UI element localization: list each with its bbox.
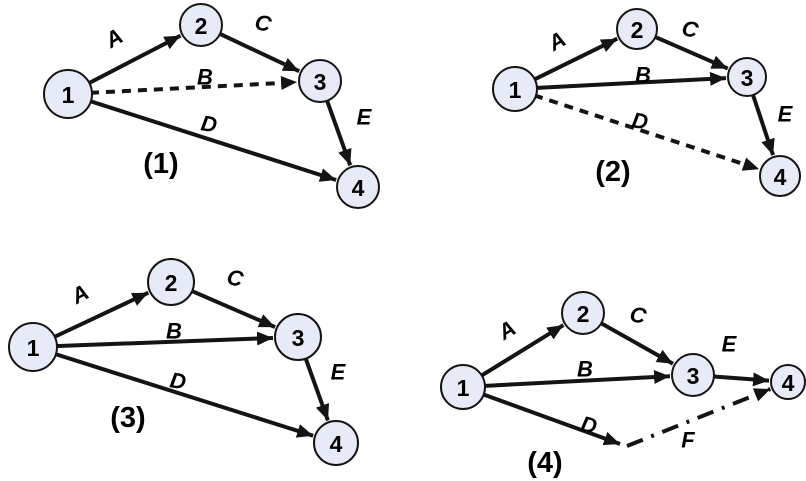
edge-A-label: A	[543, 26, 570, 56]
edge-E-line	[303, 356, 330, 422]
node-number: 3	[687, 363, 700, 389]
node-4: 4	[336, 165, 380, 209]
edge-E-line	[324, 98, 353, 167]
edge-A-line	[52, 290, 150, 340]
node-number: 2	[195, 13, 208, 39]
node-number: 3	[741, 65, 754, 91]
edge-C-line	[189, 288, 276, 329]
node-circle	[298, 59, 342, 103]
edge-A-label: A	[66, 279, 93, 309]
diagram-2: A C BD E 1 2 3 4 (2)	[492, 8, 801, 197]
node-circle	[440, 364, 486, 410]
node-1: 1	[8, 322, 58, 372]
diagram-caption: (4)	[527, 447, 562, 479]
node-circle	[561, 291, 605, 335]
diagram-caption: (2)	[595, 156, 630, 188]
edge-C-label: C	[252, 9, 275, 37]
node-4: 4	[313, 420, 359, 466]
node-circle	[616, 8, 658, 50]
node-1: 1	[440, 364, 486, 410]
node-4: 4	[759, 155, 801, 197]
edge-D-line	[533, 93, 760, 172]
diagram-caption: (3)	[110, 402, 145, 434]
edge-A-line	[478, 323, 565, 379]
node-circle	[336, 165, 380, 209]
edge-C-label: C	[224, 264, 246, 292]
node-4: 4	[770, 364, 806, 400]
edge-E-label: E	[331, 360, 347, 385]
node-circle	[274, 313, 322, 361]
edge-B-line	[54, 331, 274, 349]
edge-A-line	[86, 33, 182, 86]
node-1: 1	[43, 69, 93, 119]
edge-C-line	[217, 31, 301, 74]
node-circle	[147, 258, 195, 306]
node-2: 2	[616, 8, 658, 50]
edge-B-label: B	[635, 63, 651, 88]
node-circle	[671, 353, 715, 397]
edge-B-line	[482, 370, 671, 388]
node-number: 3	[292, 325, 305, 351]
node-3: 3	[671, 353, 715, 397]
edge-A-label: A	[100, 23, 127, 53]
edge-E-line	[711, 372, 770, 387]
node-2: 2	[147, 258, 195, 306]
node-3: 3	[298, 59, 342, 103]
edge-F-label: F	[681, 428, 695, 453]
node-number: 1	[457, 375, 470, 401]
node-circle	[759, 155, 801, 197]
edge-B-line	[534, 71, 727, 90]
edge-C-line	[598, 320, 674, 366]
edge-C-line	[652, 34, 729, 71]
edge-B-line	[89, 76, 298, 95]
edge-D-label: D	[630, 107, 650, 134]
edge-E-label: E	[357, 105, 373, 130]
edge-A-line	[532, 36, 619, 82]
diagram-1: A C BD E 1 2 3 4 (1)	[43, 3, 380, 209]
edge-D-label: D	[168, 367, 188, 394]
edge-F-line	[626, 387, 772, 448]
edge-C-label: C	[627, 301, 650, 329]
node-number: 2	[577, 301, 590, 327]
diagram-4: A C B E D F 1 2 3 4 (4)	[440, 291, 806, 479]
node-3: 3	[274, 313, 322, 361]
node-number: 2	[631, 17, 644, 43]
edge-D-line	[88, 98, 337, 182]
node-1: 1	[492, 66, 538, 112]
node-number: 2	[165, 270, 178, 296]
edge-C-label: C	[679, 15, 702, 43]
edge-B-label: B	[166, 319, 182, 344]
diagram-3: A C BD E 1 2 3 4 (3)	[8, 258, 359, 466]
node-circle	[727, 57, 767, 97]
edge-E-label: E	[778, 102, 794, 127]
node-number: 4	[330, 431, 343, 457]
node-circle	[770, 364, 806, 400]
node-number: 4	[774, 164, 787, 190]
node-number: 4	[352, 175, 365, 201]
node-number: 3	[314, 69, 327, 95]
edge-D-label: D	[199, 110, 219, 137]
edge-E-line	[750, 92, 775, 156]
edge-D-label: D	[579, 411, 600, 439]
edge-B-label: B	[577, 357, 593, 382]
node-circle	[8, 322, 58, 372]
node-number: 4	[782, 370, 795, 396]
edge-D-line	[481, 391, 621, 446]
edge-B-label: B	[197, 65, 213, 90]
node-2: 2	[179, 3, 223, 47]
node-number: 1	[509, 77, 522, 103]
edge-D-line	[53, 351, 314, 438]
diagram-caption: (1)	[143, 148, 178, 180]
node-2: 2	[561, 291, 605, 335]
node-circle	[179, 3, 223, 47]
node-number: 1	[62, 82, 75, 108]
node-circle	[313, 420, 359, 466]
node-3: 3	[727, 57, 767, 97]
node-circle	[43, 69, 93, 119]
edge-A-label: A	[493, 315, 520, 345]
node-circle	[492, 66, 538, 112]
edge-E-label: E	[722, 332, 738, 357]
node-number: 1	[27, 335, 40, 361]
